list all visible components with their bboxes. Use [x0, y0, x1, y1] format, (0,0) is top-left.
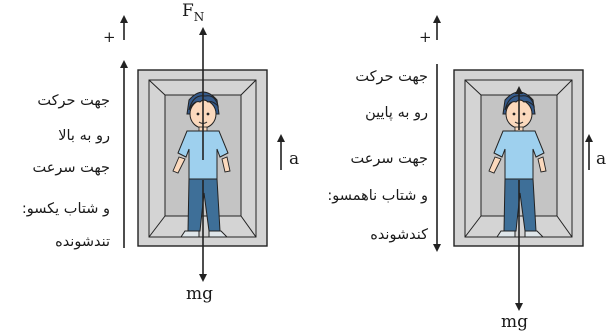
elevator-diagrams: [0, 0, 609, 332]
